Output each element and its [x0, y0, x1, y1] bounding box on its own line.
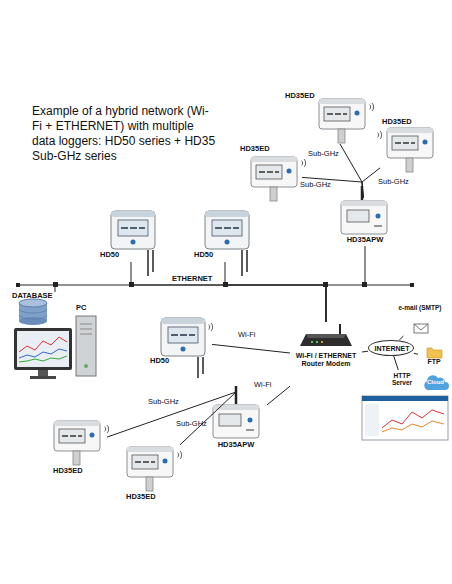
connector	[107, 392, 236, 437]
node-label: HD35ED	[53, 467, 103, 476]
http-server: HTTP Server	[384, 370, 420, 392]
link-label: Wi-Fi	[238, 331, 256, 339]
cloud-shape: Cloud	[421, 374, 450, 391]
ftp-service: FTP	[418, 346, 450, 370]
data-logger: HD50	[100, 208, 162, 262]
data-logger: HD50	[150, 315, 212, 367]
connector	[340, 144, 363, 198]
link-label: Sub-GHz	[300, 181, 331, 189]
node-label: DATABASE	[12, 292, 62, 301]
node-label: FTP	[418, 358, 450, 366]
link-label: Sub-GHz	[148, 398, 179, 406]
node-label: HD50	[150, 357, 180, 366]
node-label: HD35ED	[126, 493, 176, 502]
node-label: PC	[76, 304, 96, 313]
link-label: Sub-GHz	[176, 420, 207, 428]
connector	[131, 262, 326, 322]
router: Wi-Fi / ETHERNET Router Modem	[290, 322, 362, 392]
connector	[180, 392, 236, 445]
connector	[225, 262, 326, 322]
data-logger: HD35ED	[285, 92, 365, 144]
connector	[362, 168, 380, 198]
data-logger: HD35ED	[118, 444, 180, 504]
connector	[362, 351, 368, 353]
node-label: HD35APW	[211, 441, 261, 450]
node-label: e-mail (SMTP)	[398, 304, 442, 311]
diagram-title: Example of a hybrid network (Wi-Fi + ETH…	[32, 104, 217, 164]
node-label: HD35ED	[285, 92, 319, 101]
node-label: HD35ED	[382, 118, 416, 127]
node-label: HD50	[194, 251, 224, 260]
email-service: e-mail (SMTP)	[398, 304, 442, 336]
node-label: HD50	[100, 251, 130, 260]
access-point: HD35APW	[330, 198, 400, 246]
data-logger: HD35ED	[380, 118, 436, 174]
internet-oval: INTERNET	[368, 340, 414, 356]
connector	[55, 285, 326, 322]
node-label: Cloud	[421, 379, 450, 386]
access-point: HD35APW	[205, 400, 267, 460]
connector	[399, 336, 403, 340]
connector	[267, 386, 290, 405]
node-label: Wi-Fi / ETHERNET Router Modem	[290, 352, 362, 368]
node-label: INTERNET	[369, 345, 415, 353]
connector	[394, 356, 399, 370]
data-logger: HD35ED	[45, 418, 107, 478]
node-label: HD35APW	[340, 236, 390, 245]
node-label: HTTP Server	[384, 372, 420, 387]
link-label: Sub-GHz	[378, 178, 409, 186]
connector	[414, 353, 418, 354]
connector	[326, 246, 365, 322]
pc-station: DATABASE PC	[10, 292, 100, 382]
link-label: Wi-Fi	[254, 381, 272, 389]
data-logger: HD35ED	[240, 145, 302, 205]
bus-label: ETHERNET	[172, 275, 212, 284]
data-logger: HD50	[194, 208, 256, 262]
node-label: HD35ED	[240, 145, 274, 154]
link-label: Sub-GHz	[308, 150, 339, 158]
connector	[212, 344, 290, 353]
